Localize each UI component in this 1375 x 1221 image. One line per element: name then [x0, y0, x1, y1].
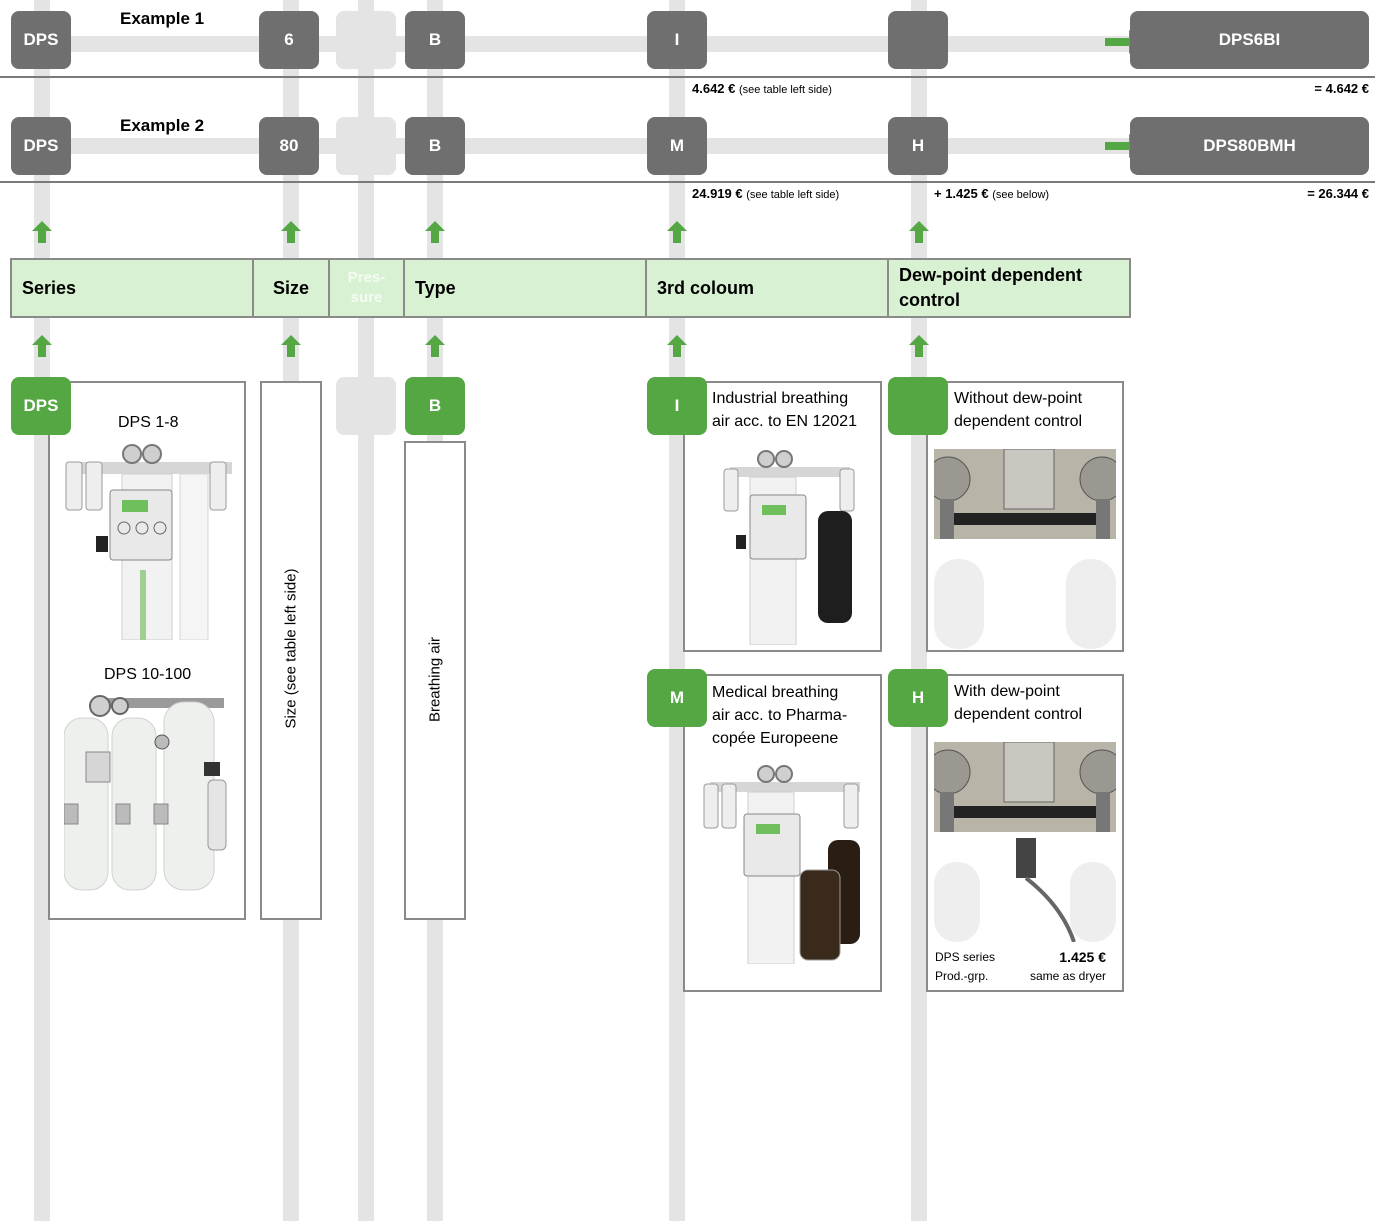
- dew-option-none-code: [888, 377, 948, 435]
- example2-series-code: DPS: [11, 117, 71, 175]
- size-option-panel: [260, 381, 322, 920]
- example2-size-code: 80: [259, 117, 319, 175]
- example1-series-code: DPS: [11, 11, 71, 69]
- third-option-i-code: I: [647, 377, 707, 435]
- dew-option-h-description: With dew-point dependent control: [954, 680, 1082, 726]
- up-arrow-icon: [32, 221, 52, 243]
- example2-separator: [0, 181, 1375, 183]
- up-arrow-icon: [32, 335, 52, 357]
- series-model1-label: DPS 1-8: [118, 414, 179, 431]
- example1-third-price: 4.642 € (see table left side): [692, 81, 832, 96]
- third-option-i-description: Industrial breathing air acc. to EN 1202…: [712, 387, 857, 433]
- header-type: Type: [403, 258, 647, 318]
- header-dew: Dew-point dependent control: [887, 258, 1131, 318]
- up-arrow-icon: [281, 335, 301, 357]
- up-arrow-icon: [909, 335, 929, 357]
- example1-third-code: I: [647, 11, 707, 69]
- up-arrow-icon: [425, 221, 445, 243]
- third-option-m-description: Medical breathing air acc. to Pharma- co…: [712, 681, 847, 750]
- pressure-option-code: [336, 377, 396, 435]
- dew-option-h-code: H: [888, 669, 948, 727]
- example2-result-code: DPS80BMH: [1130, 117, 1369, 175]
- example2-connector-bar: [60, 138, 1140, 154]
- up-arrow-icon: [667, 335, 687, 357]
- third-option-m-line3: copée Europeene: [712, 730, 839, 747]
- series-model2-label: DPS 10-100: [104, 666, 192, 683]
- up-arrow-icon: [909, 221, 929, 243]
- example1-dew-code: [888, 11, 948, 69]
- dew-option-h-prodgrp-label: Prod.-grp.: [935, 969, 989, 983]
- dew-option-h-series-labels: DPS series Prod.-grp.: [935, 948, 995, 986]
- header-size: Size: [252, 258, 330, 318]
- dew-option-h-price-block: 1.425 € same as dryer: [1012, 948, 1106, 986]
- third-option-m-line2: air acc. to Pharma-: [712, 707, 848, 724]
- type-option-panel: [404, 441, 466, 920]
- header-dew-line2: control: [899, 290, 960, 310]
- example2-pressure-code: [336, 117, 396, 175]
- example1-connector-bar: [60, 36, 1140, 52]
- example1-separator: [0, 76, 1375, 78]
- series-option-code: DPS: [11, 377, 71, 435]
- example2-total: = 26.344 €: [1307, 186, 1369, 201]
- header-pressure: Pres- sure: [328, 258, 405, 318]
- example2-type-code: B: [405, 117, 465, 175]
- dew-option-none-description: Without dew-point dependent control: [954, 387, 1082, 433]
- third-option-i-line2: air acc. to EN 12021: [712, 413, 857, 430]
- header-series: Series: [10, 258, 254, 318]
- dryer-with-dewpoint-control-image: [934, 742, 1116, 942]
- third-option-i-line1: Industrial breathing: [712, 390, 849, 407]
- dew-connector: [911, 0, 927, 1221]
- dew-option-h-same-as: same as dryer: [1029, 969, 1106, 983]
- header-pressure-line1: Pres-: [347, 269, 386, 286]
- dew-option-none-line1: Without dew-point: [954, 390, 1083, 407]
- header-pressure-line2: sure: [350, 289, 383, 306]
- up-arrow-icon: [281, 221, 301, 243]
- example2-dew-code: H: [888, 117, 948, 175]
- example2-label: Example 2: [120, 116, 205, 135]
- dryer-without-dewpoint-control-image: [934, 449, 1116, 649]
- dew-option-h-line2: dependent control: [954, 706, 1083, 723]
- example1-pressure-code: [336, 11, 396, 69]
- example2-dew-price: + 1.425 € (see below): [934, 186, 1050, 201]
- dew-option-none-line2: dependent control: [954, 413, 1083, 430]
- example1-label: Example 1: [120, 9, 205, 28]
- type-option-text: Breathing air: [426, 636, 444, 723]
- dew-option-h-series-label: DPS series: [935, 950, 996, 964]
- header-dew-line1: Dew-point dependent: [899, 265, 1082, 285]
- header-third: 3rd coloum: [645, 258, 889, 318]
- pressure-connector: [358, 0, 374, 1221]
- dryer-dps-large-image: [64, 692, 236, 892]
- up-arrow-icon: [425, 335, 445, 357]
- size-option-text: Size (see table left side): [282, 568, 300, 729]
- dew-option-h-price: 1.425 €: [1059, 949, 1106, 965]
- example2-third-price: 24.919 € (see table left side): [692, 186, 840, 201]
- dew-option-h-line1: With dew-point: [954, 683, 1060, 700]
- third-option-m-code: M: [647, 669, 707, 727]
- example1-type-code: B: [405, 11, 465, 69]
- type-option-code: B: [405, 377, 465, 435]
- dryer-dps-small-image: [62, 440, 234, 640]
- up-arrow-icon: [667, 221, 687, 243]
- example2-third-code: M: [647, 117, 707, 175]
- example1-total: = 4.642 €: [1314, 81, 1369, 96]
- medical-breathing-air-dryer-image: [698, 760, 868, 964]
- industrial-breathing-air-dryer-image: [720, 445, 870, 645]
- example1-result-code: DPS6BI: [1130, 11, 1369, 69]
- third-option-m-line1: Medical breathing: [712, 684, 839, 701]
- example1-size-code: 6: [259, 11, 319, 69]
